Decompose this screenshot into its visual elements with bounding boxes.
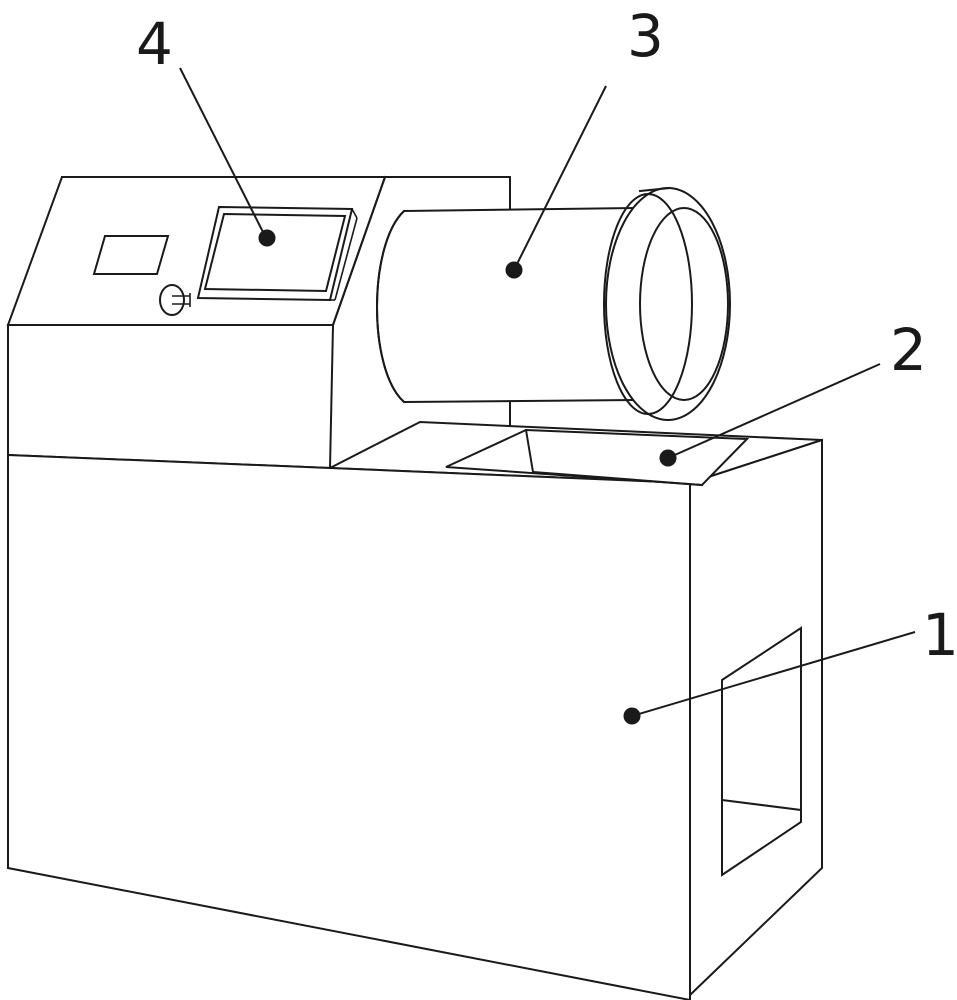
callout-1-group: 1 [623,601,957,725]
callout-marker-1 [623,707,641,725]
callout-label-4: 4 [136,10,173,78]
discharge-window [720,626,803,877]
feed-hopper-opening [445,428,750,487]
callout-marker-4 [258,229,276,247]
callout-marker-2 [659,449,677,467]
leader-line-3 [513,85,607,271]
leader-line-1 [631,631,916,717]
callout-marker-3 [505,261,523,279]
leader-line-2 [667,363,881,459]
display-screen [196,205,358,302]
callout-2-group: 2 [659,316,927,467]
callout-4-group: 4 [136,10,276,247]
callout-label-3: 3 [627,2,664,70]
indicator-window [92,235,170,275]
control-knob [159,284,191,316]
base-cabinet [7,420,823,1000]
leader-line-4 [179,67,267,239]
callout-3-group: 3 [505,2,664,279]
callout-label-2: 2 [890,316,927,384]
rotating-drum [376,186,731,421]
callout-label-1: 1 [922,601,957,669]
